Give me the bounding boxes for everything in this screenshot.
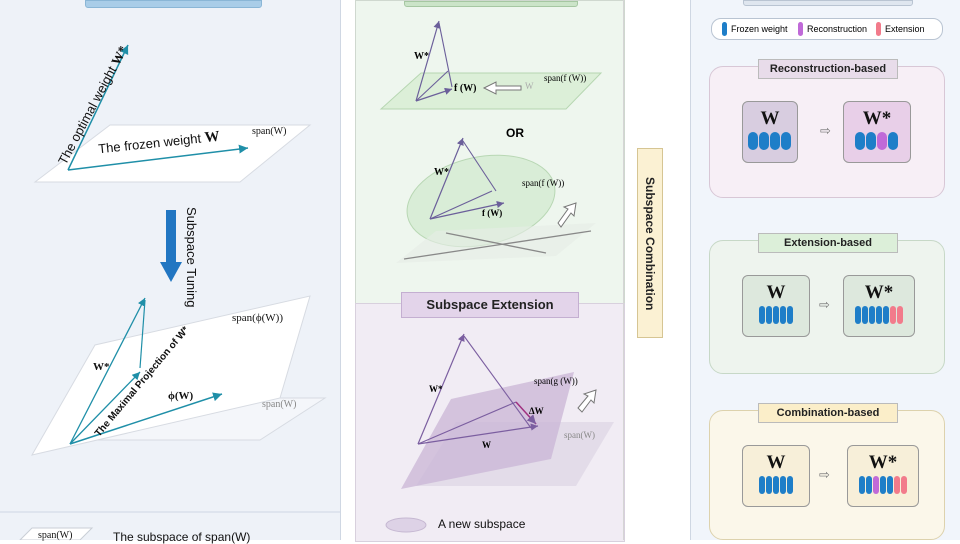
w-star-bot-label: W*	[429, 384, 443, 394]
extension-title: Subspace Extension	[401, 292, 579, 318]
reconstruction-wstar-pills	[844, 132, 910, 155]
extension-w-box: W	[742, 275, 810, 337]
phi-w-label: ϕ(W)	[168, 390, 194, 402]
span-w-bot-label: span(W)	[564, 430, 595, 440]
w-star-arrow	[69, 297, 146, 445]
frozen-legend-label: Frozen weight	[731, 24, 788, 34]
combination-wstar-box: W*	[847, 445, 919, 507]
extension-wstar-label: W*	[864, 282, 894, 303]
f-w-arrow-top	[415, 87, 453, 102]
subspace-tuning-arrow-shaft	[166, 210, 176, 262]
combination-w-pills	[743, 476, 809, 499]
w-top-label: W	[525, 81, 534, 91]
span-w-label: span(W)	[252, 126, 287, 137]
span-g-label: span(g (W))	[534, 376, 578, 386]
w-star-arrow-mid	[429, 137, 464, 220]
combination-card: Combination-based W ⇨ W*	[709, 403, 945, 540]
phi-w-arrow	[69, 392, 223, 445]
reconstruction-title-tab	[404, 1, 578, 7]
w-arrow-bot	[417, 423, 539, 445]
middle-bottom-panel: Subspace Extension W* span(g (W)) ΔW W s…	[355, 292, 625, 542]
reconstruction-card-title: Reconstruction-based	[758, 59, 898, 79]
reconstruction-w-label: W	[760, 108, 780, 129]
combination-w-box: W	[742, 445, 810, 507]
delta-w-label: ΔW	[529, 406, 544, 416]
w-star-arrow-bot	[417, 333, 465, 445]
w-star-arrow-top	[415, 20, 441, 102]
reconstruction-wstar-box: W*	[843, 101, 911, 163]
legend-span-text: The subspace of span(W)	[113, 530, 251, 544]
extension-arrow: ⇨	[819, 297, 830, 312]
extension-legend-label: Extension	[885, 24, 925, 34]
reconstruction-arrow: ⇨	[820, 123, 831, 138]
combination-arrow: ⇨	[819, 467, 830, 482]
reconstruction-card: Reconstruction-based W ⇨ W*	[709, 59, 945, 198]
span-w-plane	[33, 124, 312, 183]
reconstruction-legend-label: Reconstruction	[807, 24, 868, 34]
delta-w-arrow	[515, 401, 537, 425]
left-diagram	[0, 44, 340, 540]
extension-w-label: W	[766, 282, 786, 303]
frozen-legend-swatch	[722, 22, 727, 36]
reconstruction-wstar-label: W*	[862, 108, 892, 129]
combination-wstar-pills	[848, 476, 918, 499]
legend-new-subspace-text: A new subspace	[438, 517, 526, 531]
right-title-tab	[743, 0, 913, 6]
weight-legend: Frozen weight Reconstruction Extension	[711, 18, 943, 40]
extension-card-title: Extension-based	[758, 233, 898, 253]
combination-wstar-label: W*	[868, 452, 898, 473]
projection-drop	[139, 299, 146, 369]
combination-title: Subspace Combination	[643, 177, 657, 311]
reconstruction-w-box: W	[742, 101, 798, 163]
w-star-mid-label: W*	[434, 167, 449, 178]
left-panel: The optimal weight W* The frozen weight …	[0, 0, 341, 544]
f-w-top-label: f (W)	[454, 83, 477, 94]
w-star-top-label: W*	[414, 51, 429, 62]
middle-top-diagram	[379, 20, 603, 263]
frozen-weight-arrow	[67, 144, 249, 171]
extension-card: Extension-based W ⇨ W*	[709, 233, 945, 374]
legend-span-label: span(W)	[38, 530, 73, 541]
optimal-weight-arrow	[67, 44, 129, 171]
w-bot-label: W	[482, 440, 491, 450]
w-star-label: W*	[93, 361, 110, 373]
extension-wstar-pills	[844, 306, 914, 329]
or-label: OR	[506, 126, 524, 140]
legend-span-shape	[19, 527, 94, 540]
left-title-tab	[85, 0, 262, 8]
hollow-arrow-mid	[557, 202, 577, 228]
middle-top-panel: W* f (W) W span(f (W)) OR W* span(f (W))…	[355, 0, 625, 305]
span-f-mid-label: span(f (W))	[522, 178, 565, 188]
f-w-mid-label: f (W)	[482, 208, 503, 218]
span-phi-label: span(ϕ(W))	[232, 312, 283, 324]
reconstruction-w-pills	[743, 132, 797, 155]
extension-legend-swatch	[876, 22, 881, 36]
right-panel: Frozen weight Reconstruction Extension R…	[690, 0, 960, 540]
combination-title-box: Subspace Combination	[637, 148, 663, 338]
subspace-tuning-arrow-head	[160, 262, 182, 282]
reconstruction-legend-swatch	[798, 22, 803, 36]
extension-wstar-box: W*	[843, 275, 915, 337]
max-projection-arrow	[69, 371, 141, 445]
combination-divider-left	[623, 0, 624, 540]
hollow-arrow-top	[482, 81, 522, 95]
span-f-top-label: span(f (W))	[544, 73, 587, 83]
span-w-back-label: span(W)	[262, 399, 297, 410]
f-w-arrow-mid	[429, 201, 505, 220]
legend-new-subspace-shape	[385, 517, 427, 533]
subspace-tuning-label: Subspace Tuning	[184, 207, 199, 308]
hollow-arrow-bot	[577, 389, 597, 413]
combination-card-title: Combination-based	[758, 403, 898, 423]
span-g-plane	[401, 372, 574, 489]
extension-w-pills	[743, 306, 809, 329]
combination-w-label: W	[766, 452, 786, 473]
middle-bottom-diagram	[385, 333, 614, 533]
span-phi-plane	[30, 295, 311, 456]
